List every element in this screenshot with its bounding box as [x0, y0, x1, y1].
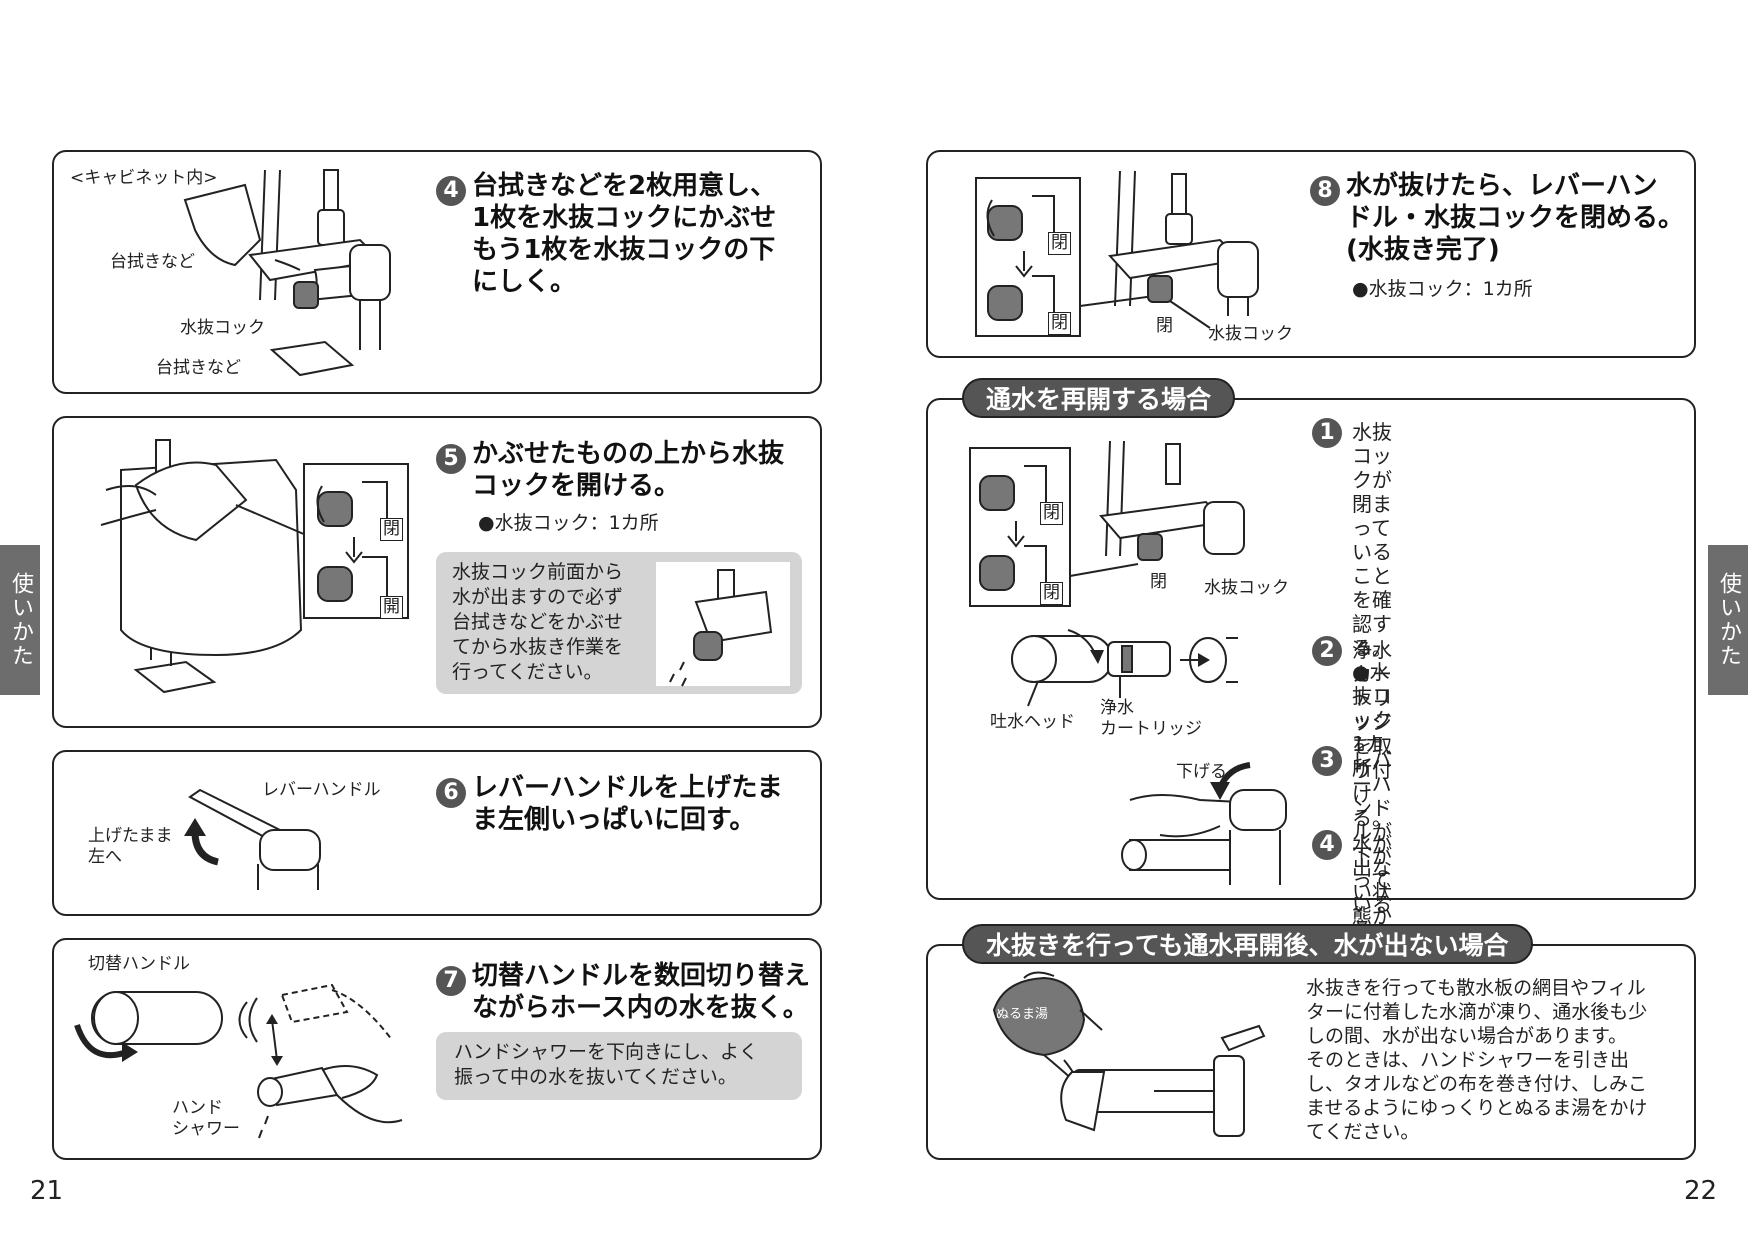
resume-step2-text: 浄水カートリッジを取り付ける。	[1352, 638, 1392, 830]
label-switch: 切替ハンドル	[88, 954, 190, 974]
nowater-text: 水抜きを行っても散水板の網目やフィル ターに付着した水滴が凍り、通水後も少 しの…	[1306, 977, 1648, 1143]
resume-illustration	[1099, 440, 1245, 561]
label-lever: レバーハンドル	[262, 780, 381, 800]
step7-note	[436, 1032, 802, 1100]
resume-step1-number: 1	[1312, 418, 1342, 448]
step7-text: 切替ハンドルを数回切り替え ながらホース内の水を抜く。	[472, 961, 811, 1023]
step5-number: 5	[436, 444, 466, 474]
cartridge-illustration	[1011, 629, 1238, 707]
step5-text: かぶせたものの上から水抜 コックを開ける。	[472, 439, 785, 501]
step4-text: 台拭きなどを2枚用意し、 1枚を水抜コックにかぶせ もう1枚を水抜コックの下 に…	[472, 171, 777, 297]
step8-label-cock: 水抜コック	[1208, 324, 1293, 344]
resume-detail	[969, 447, 1139, 607]
step6-illustration	[184, 788, 321, 890]
step5-note-text: 水抜コック前面から 水が出ますので必ず 台拭きなどをかぶせ てから水抜き作業を …	[452, 561, 624, 683]
kettle-label: ぬるま湯	[996, 1007, 1049, 1022]
label-shower: ハンド シャワー	[172, 1098, 240, 1139]
lever-illustration	[1121, 762, 1287, 885]
label-cock: 水抜コック	[180, 318, 265, 338]
step7-number: 7	[436, 966, 466, 996]
label-cloth1: 台拭きなど	[110, 252, 195, 272]
step6-text: レバーハンドルを上げたま ま左側いっぱいに回す。	[472, 773, 783, 835]
step8-number: 8	[1310, 176, 1340, 206]
resume-title: 通水を再開する場合	[962, 378, 1236, 418]
label-lower: 下げる	[1176, 762, 1227, 782]
resume-step3-number: 3	[1312, 746, 1342, 776]
step8-label-close: 閉	[1156, 316, 1173, 336]
page-number-left: 21	[30, 1176, 64, 1206]
step5-note-illustration	[656, 562, 790, 687]
resume-label-cock: 水抜コック	[1204, 578, 1289, 598]
side-tab-left: 使いかた	[0, 545, 40, 695]
step8-sub: ●水抜コック：1カ所	[1352, 278, 1533, 300]
label-close: 閉	[380, 518, 403, 541]
step8-text: 水が抜けたら、レバーハン ドル・水抜コックを閉める。 (水抜き完了)	[1346, 171, 1685, 265]
label-cartridge: 浄水 カートリッジ	[1100, 698, 1202, 739]
step8-label-close-top: 閉	[1048, 232, 1071, 255]
label-open: 開	[380, 596, 403, 619]
resume-label-close-bottom: 閉	[1040, 582, 1063, 605]
page-number-right: 22	[1684, 1176, 1718, 1206]
step8-illustration	[1107, 170, 1259, 329]
nowater-title: 水抜きを行っても通水再開後、水が出ない場合	[962, 924, 1533, 964]
resume-label-close-top: 閉	[1040, 502, 1063, 525]
step6-number: 6	[436, 778, 466, 808]
resume-step1-text: 水抜コックが閉まっていることを確 認する。 ●水抜コック1カ所	[1352, 420, 1392, 780]
label-head: 吐水ヘッド	[990, 712, 1075, 732]
step5-detail	[303, 463, 409, 619]
resume-label-close: 閉	[1150, 572, 1167, 592]
label-turn: 上げたまま 左へ	[88, 826, 173, 867]
step5-sub: ●水抜コック：1カ所	[478, 512, 659, 534]
resume-step4-number: 4	[1312, 830, 1342, 860]
side-tab-right: 使いかた	[1708, 545, 1748, 695]
step6-box	[52, 750, 822, 916]
label-cabinet: <キャビネット内>	[70, 168, 218, 188]
nowater-illustration	[992, 971, 1266, 1137]
step7-note-text: ハンドシャワーを下向きにし、よく 振って中の水を抜いてください。	[454, 1041, 759, 1088]
step4-number: 4	[436, 176, 466, 206]
step5-illustration	[100, 439, 307, 694]
step4-illustration	[183, 169, 391, 377]
step7-illustration	[74, 983, 403, 1139]
label-cloth2: 台拭きなど	[156, 358, 241, 378]
resume-step2-number: 2	[1312, 636, 1342, 666]
step8-detail	[975, 177, 1155, 337]
step8-label-close-bottom: 閉	[1048, 312, 1071, 335]
